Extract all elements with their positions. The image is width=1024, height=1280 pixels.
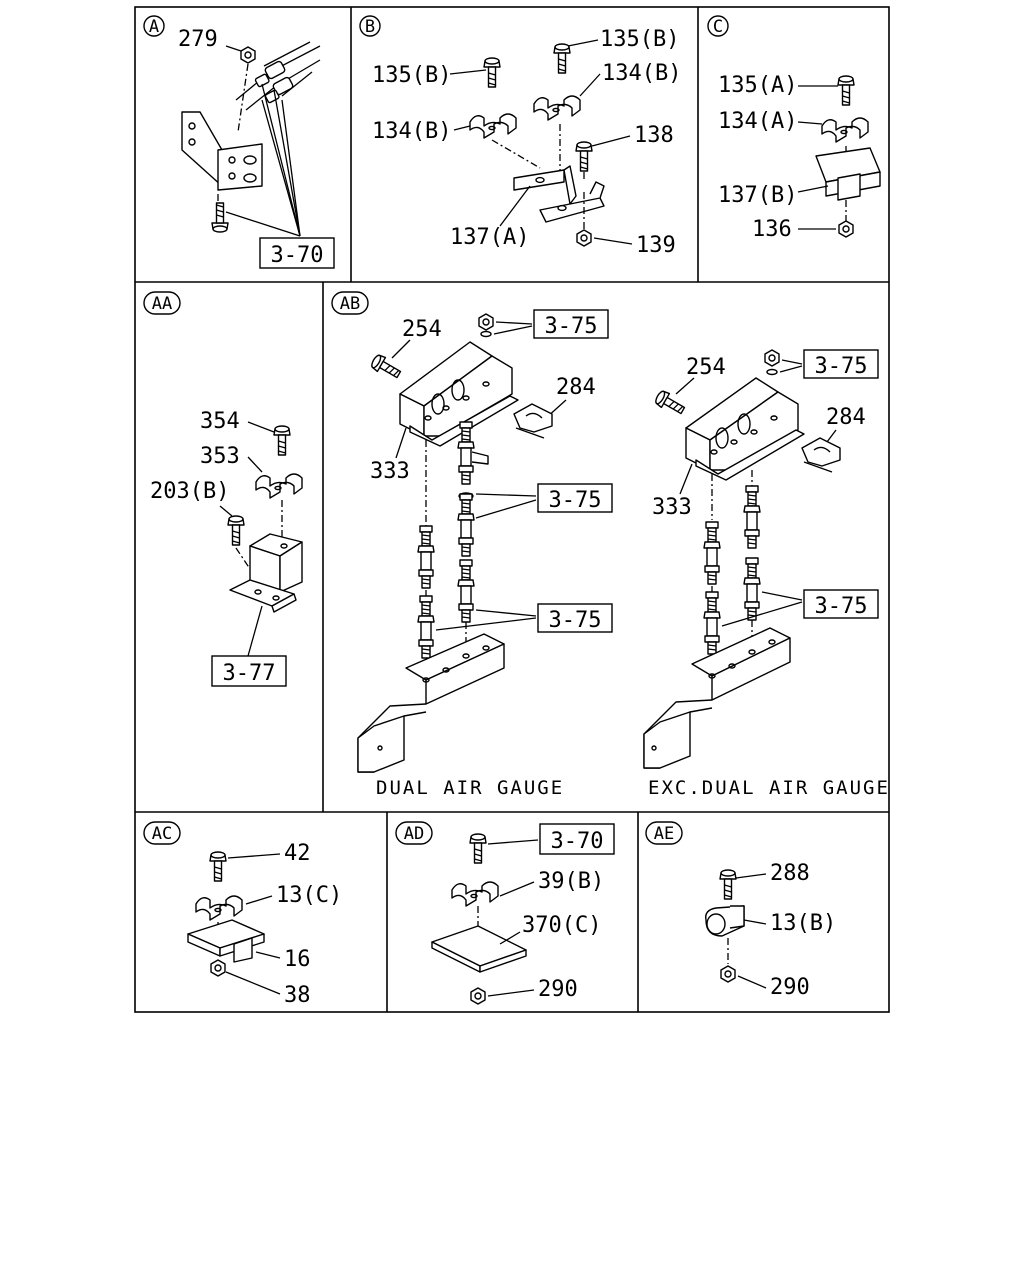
callout-134b-top: 134(B) (602, 61, 681, 86)
panel-ac: AC 42 13(C) 16 38 (143, 821, 342, 1008)
ref-3-75: 3-75 (549, 608, 602, 633)
ref-3-70: 3-70 (271, 243, 324, 268)
panel-grid (134, 6, 890, 1013)
panel-b: B 135(B) 135(B) 134(B) 134(B) 138 137(A)… (359, 15, 681, 258)
ref-3-77: 3-77 (223, 661, 276, 686)
callout-290: 290 (538, 977, 578, 1002)
callout-290: 290 (770, 975, 810, 1000)
callout-135b-left: 135(B) (372, 63, 451, 88)
panel-tag: C (713, 17, 723, 37)
panel-tag: AB (340, 294, 360, 314)
callout-38: 38 (284, 983, 311, 1008)
callout-16: 16 (284, 947, 311, 972)
callout-135a: 135(A) (718, 73, 797, 98)
ref-3-75: 3-75 (815, 354, 868, 379)
panel-aa: AA 354 353 203(B) 3-77 (143, 291, 303, 687)
callout-13c: 13(C) (276, 883, 342, 908)
panel-c: C 135(A) 134(A) 137(B) 136 (707, 15, 881, 242)
ref-3-70: 3-70 (551, 829, 604, 854)
callout-370c: 370(C) (522, 913, 601, 938)
panel-ae: AE 288 13(B) 290 (645, 821, 836, 1000)
callout-39b: 39(B) (538, 869, 604, 894)
callout-137a: 137(A) (450, 225, 529, 250)
assembly-dual-air-gauge: 254 3-75 284 333 (357, 309, 613, 799)
ref-3-75: 3-75 (549, 488, 602, 513)
callout-137b: 137(B) (718, 183, 797, 208)
callout-284: 284 (826, 405, 866, 430)
callout-254: 254 (402, 317, 442, 342)
callout-13b: 13(B) (770, 911, 836, 936)
callout-203b: 203(B) (150, 479, 229, 504)
callout-284: 284 (556, 375, 596, 400)
panel-ab: AB 254 3-75 284 (331, 291, 890, 799)
callout-333: 333 (652, 495, 692, 520)
ref-3-75: 3-75 (545, 314, 598, 339)
panel-ad: AD 3-70 39(B) 370(C) 290 (395, 821, 615, 1005)
callout-288: 288 (770, 861, 810, 886)
callout-138: 138 (634, 123, 674, 148)
callout-42: 42 (284, 841, 311, 866)
caption-dual-air-gauge: DUAL AIR GAUGE (376, 777, 564, 799)
callout-134b-left: 134(B) (372, 119, 451, 144)
panel-tag: AD (404, 824, 424, 844)
panel-tag: AE (654, 824, 674, 844)
callout-136: 136 (752, 217, 792, 242)
callout-354: 354 (200, 409, 240, 434)
caption-exc-dual-air-gauge: EXC.DUAL AIR GAUGE (648, 777, 890, 799)
callout-134a: 134(A) (718, 109, 797, 134)
callout-254: 254 (686, 355, 726, 380)
callout-135b-right: 135(B) (600, 27, 679, 52)
callout-279: 279 (178, 27, 218, 52)
callout-139: 139 (636, 233, 676, 258)
panel-a: A 279 3-70 (143, 15, 335, 269)
panel-tag: A (149, 17, 159, 37)
panel-tag: AA (152, 294, 172, 314)
assembly-exc-dual-air-gauge: 254 3-75 284 333 (643, 349, 890, 799)
callout-353: 353 (200, 444, 240, 469)
ref-3-75: 3-75 (815, 594, 868, 619)
panel-tag: AC (152, 824, 172, 844)
callout-333: 333 (370, 459, 410, 484)
panel-tag: B (365, 17, 375, 37)
